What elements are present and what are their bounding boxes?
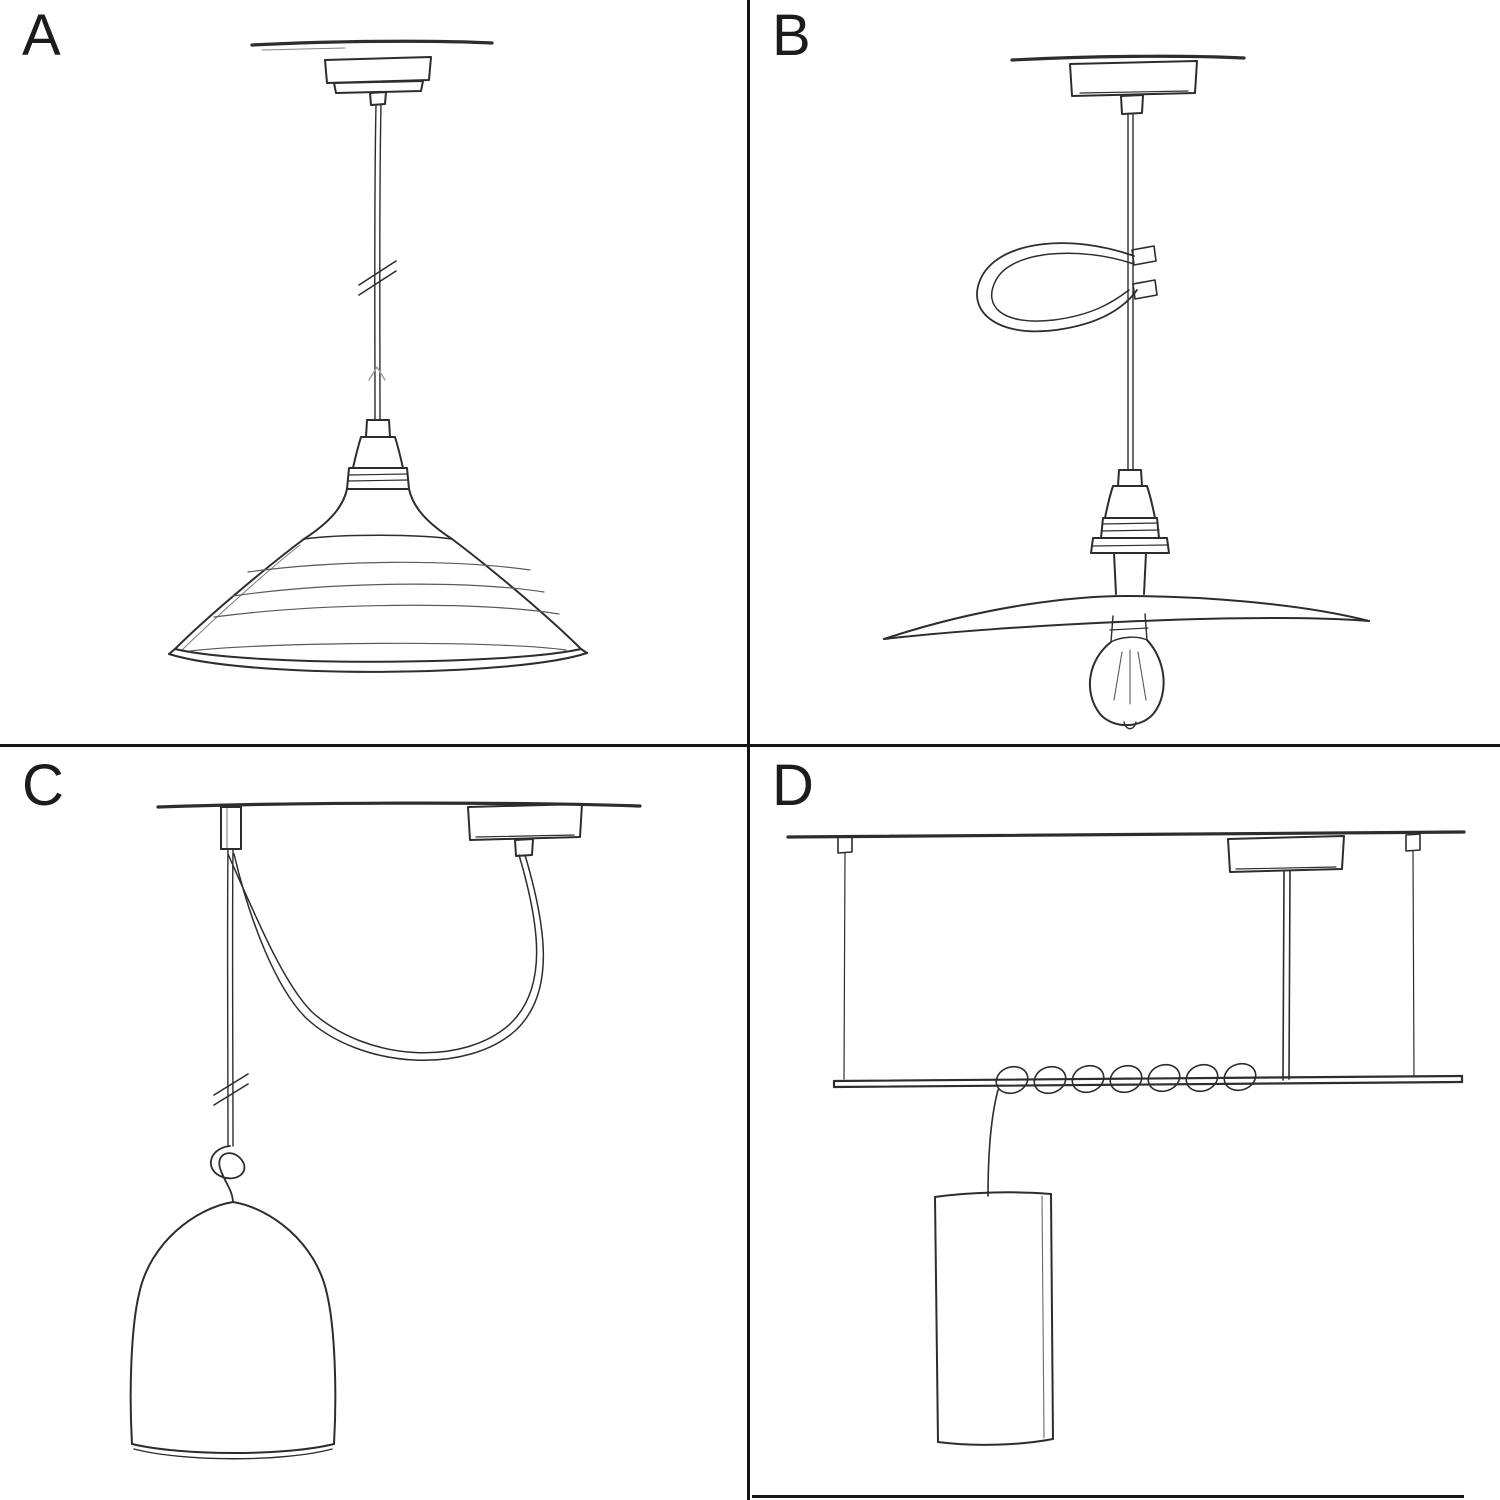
rigid-stem xyxy=(1282,870,1291,1081)
flat-plate-shade xyxy=(883,595,1370,640)
panel-a: A xyxy=(0,0,750,750)
ceiling-line xyxy=(250,39,494,51)
horizontal-divider xyxy=(0,744,1500,747)
panel-b-label: B xyxy=(772,3,812,68)
bottom-edge-line xyxy=(752,1495,1464,1498)
bell-dome-shade xyxy=(129,1201,337,1460)
ceiling-line xyxy=(1010,54,1246,62)
ceiling-hook xyxy=(220,806,242,850)
pendant-plate-shade-bulb-sketch xyxy=(883,54,1370,730)
cord-arrow-mark xyxy=(368,366,386,381)
cord-length-mark xyxy=(358,260,397,296)
ceiling-rose xyxy=(1069,60,1198,115)
panel-d-label: D xyxy=(772,753,815,818)
pendant-cord xyxy=(374,104,382,421)
ceiling-rose xyxy=(1227,835,1345,873)
light-bulb xyxy=(1088,613,1165,730)
pendant-industrial-shade-sketch xyxy=(168,39,588,673)
right-suspension-wire xyxy=(1405,833,1421,1078)
panel-b: B xyxy=(750,0,1500,750)
panel-d: D xyxy=(750,750,1500,1500)
left-suspension-wire xyxy=(837,835,853,1080)
ceiling-rose xyxy=(467,803,583,857)
panel-a-label: A xyxy=(22,3,62,68)
ceiling-rose xyxy=(324,56,432,106)
vertical-divider xyxy=(747,0,750,1500)
drop-cord xyxy=(226,848,234,1147)
swag-cord xyxy=(227,853,545,1061)
industrial-bowl-shade xyxy=(168,488,588,673)
panel-c-label: C xyxy=(22,753,65,818)
cord-knot xyxy=(209,1145,246,1202)
swag-pendant-bell-shade-sketch xyxy=(129,801,642,1460)
panel-c: C xyxy=(0,750,750,1500)
decorative-wire-hook xyxy=(976,242,1138,333)
ceiling-line xyxy=(786,830,1466,839)
coiled-cord xyxy=(987,1062,1257,1197)
tube-shade xyxy=(934,1191,1054,1446)
lamp-holder xyxy=(1090,469,1170,595)
cord-length-mark xyxy=(213,1073,249,1106)
pendant-cord xyxy=(1126,113,1134,471)
bar-suspension-tube-shade-sketch xyxy=(786,830,1466,1446)
ceiling-line xyxy=(156,801,642,809)
lamp-holder xyxy=(346,419,410,490)
